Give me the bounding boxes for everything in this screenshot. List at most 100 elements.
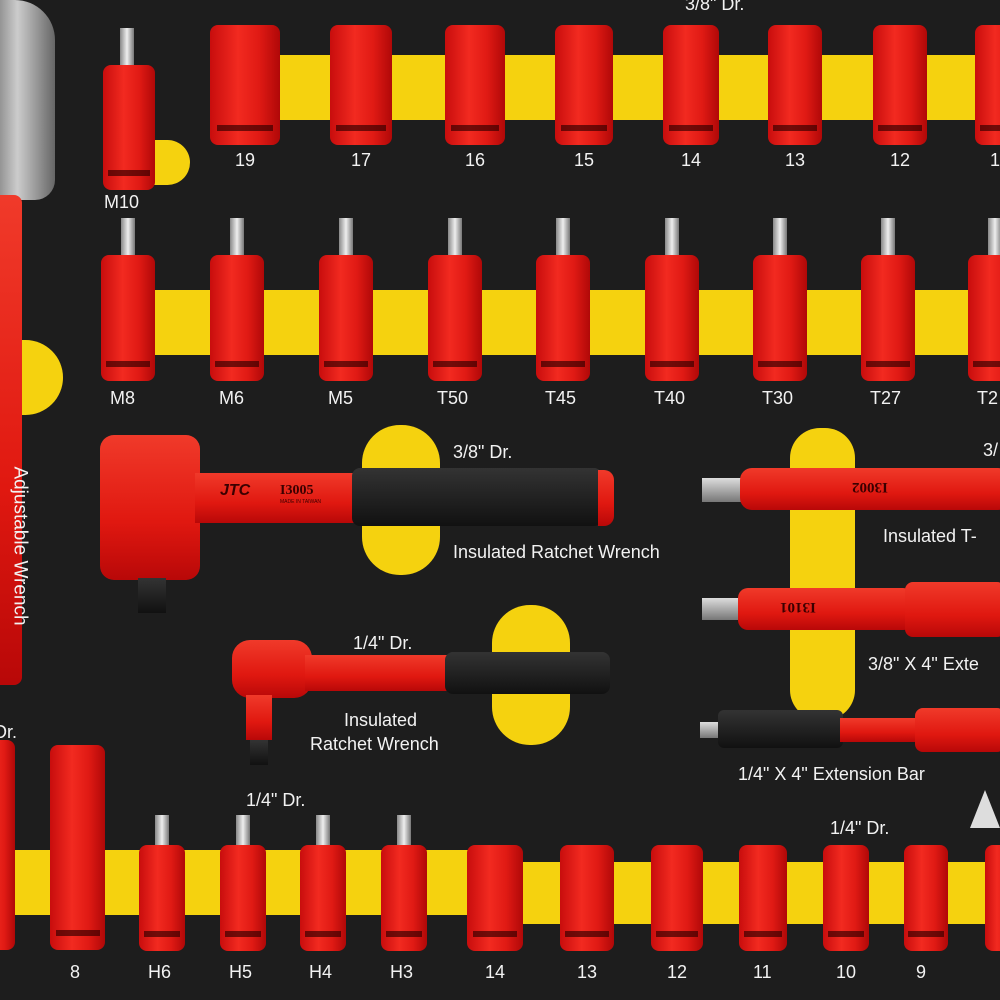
top-socket[interactable] [873, 25, 927, 145]
bit-tip [881, 218, 895, 258]
bottom-right-socket[interactable] [467, 845, 523, 951]
ratchet-38-brand: JTC [220, 482, 251, 499]
m10-bit-socket[interactable] [103, 65, 155, 190]
socket-brand [224, 931, 262, 937]
ratchet-14-grip[interactable] [445, 652, 610, 694]
bit-label: T30 [762, 388, 794, 408]
top-socket[interactable] [663, 25, 719, 145]
socket-brand [668, 125, 714, 131]
adjustable-wrench-head[interactable] [0, 0, 55, 200]
bottom-right-label: 10 [836, 962, 857, 982]
bottom-right-socket[interactable] [560, 845, 614, 951]
bit-socket[interactable] [319, 255, 373, 381]
ratchet-38-grip[interactable] [352, 468, 602, 526]
bit-label: M6 [219, 388, 245, 408]
ratchet-14-label-1: Insulated [344, 710, 418, 730]
bottom-left-label: H3 [390, 962, 414, 982]
ratchet-14-drive [250, 740, 268, 765]
socket-brand [656, 931, 698, 937]
ext-14-bar[interactable] [718, 710, 843, 748]
bottom-right-label: 12 [667, 962, 688, 982]
bottom-right-socket[interactable] [904, 845, 948, 951]
bottom-right-label: 14 [485, 962, 506, 982]
ratchet-38-head[interactable] [100, 435, 200, 580]
ratchet-38-model: I3005 [280, 483, 314, 498]
bit-socket[interactable] [536, 255, 590, 381]
bit-label: T40 [654, 388, 686, 408]
hex-bit-socket[interactable] [381, 845, 427, 951]
tbar-tip [702, 478, 742, 502]
bottom-right-label: 9 [916, 962, 927, 982]
hex-bit-tip [316, 815, 330, 850]
bottom-right-socket-partial[interactable] [985, 845, 1000, 951]
socket-brand [451, 125, 499, 131]
bit-tip [773, 218, 787, 258]
socket-brand [217, 125, 273, 131]
tbar[interactable] [740, 468, 1000, 510]
bit-label: T2 [977, 388, 999, 408]
top-socket[interactable] [445, 25, 505, 145]
bit-socket[interactable] [210, 255, 264, 381]
bit-socket[interactable] [968, 255, 1000, 381]
top-socket-label: 15 [574, 150, 595, 170]
socket-8[interactable] [50, 745, 105, 950]
socket-brand [336, 125, 386, 131]
top-socket[interactable] [768, 25, 822, 145]
bit-label: M5 [328, 388, 354, 408]
socket-brand [773, 125, 817, 131]
socket-brand [758, 361, 802, 367]
bit-tip [230, 218, 244, 258]
bottom-left-label: H4 [309, 962, 333, 982]
top-socket[interactable] [330, 25, 392, 145]
hex-bit-socket[interactable] [220, 845, 266, 951]
bit-socket[interactable] [753, 255, 807, 381]
bit-tip [988, 218, 1000, 258]
bit-label: T27 [870, 388, 902, 408]
hex-bit-socket[interactable] [300, 845, 346, 951]
top-socket-label: 17 [351, 150, 372, 170]
hex-bit-tip [236, 815, 250, 850]
bit-socket[interactable] [861, 255, 915, 381]
ext-38-tip [702, 598, 742, 620]
bit-socket[interactable] [428, 255, 482, 381]
top-socket[interactable] [210, 25, 280, 145]
top-socket[interactable] [555, 25, 613, 145]
ratchet-14-neck [246, 695, 272, 740]
bottom-left-label: 8 [70, 962, 81, 982]
socket-brand [541, 361, 585, 367]
bottom-right-socket[interactable] [739, 845, 787, 951]
bottom-left-drive-label: 1/4" Dr. [246, 790, 306, 810]
socket-brand [878, 125, 922, 131]
socket-brand [385, 931, 423, 937]
bottom-right-socket[interactable] [651, 845, 703, 951]
bottom-right-socket[interactable] [823, 845, 869, 951]
ratchet-14-shaft[interactable] [305, 655, 455, 691]
socket-brand [106, 361, 150, 367]
ext-14-tip [700, 722, 722, 738]
ratchet-38-shaft[interactable] [195, 473, 365, 523]
socket-brand [433, 361, 477, 367]
top-drive-label: 3/8" Dr. [685, 0, 745, 14]
ratchet-14-head[interactable] [232, 640, 312, 698]
hex-bit-socket[interactable] [139, 845, 185, 951]
ext-14-collar [840, 718, 920, 742]
bit-socket[interactable] [645, 255, 699, 381]
bit-socket[interactable] [101, 255, 155, 381]
bit-tip [556, 218, 570, 258]
ext-38[interactable] [738, 588, 913, 630]
socket-brand [565, 931, 609, 937]
socket-brand [215, 361, 259, 367]
top-socket[interactable] [975, 25, 1000, 145]
bit-label: T50 [437, 388, 469, 408]
ext-14-label: 1/4" X 4" Extension Bar [738, 764, 925, 784]
hex-bit-tip [155, 815, 169, 850]
socket-brand [866, 361, 910, 367]
bottom-left-label: H6 [148, 962, 172, 982]
socket-brand [973, 361, 1000, 367]
tbar-model: I3002 [852, 479, 888, 495]
insert-m10 [150, 140, 190, 185]
adjustable-wrench-handle[interactable] [0, 195, 22, 685]
edge-socket[interactable] [0, 740, 15, 950]
bottom-left-label: H5 [229, 962, 253, 982]
socket-brand [908, 931, 944, 937]
